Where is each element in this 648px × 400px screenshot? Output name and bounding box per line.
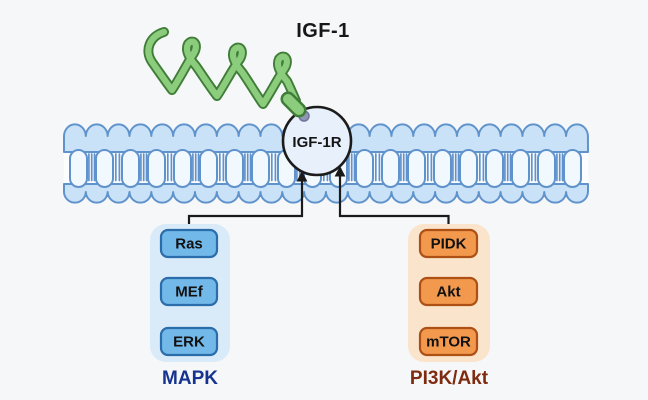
receptor-label: IGF-1R: [292, 134, 341, 151]
ras-node: [159, 228, 219, 259]
left-up-arrowhead-icon: [296, 171, 308, 182]
akt-node-label: Akt: [436, 284, 460, 301]
green-helix-ligand-icon: [143, 27, 307, 118]
receptor-circle: [281, 105, 353, 177]
right-up-arrowhead-icon: [334, 166, 346, 177]
ras-node-label: Ras: [175, 236, 203, 253]
pi3k-pathway-label: PI3K/Akt: [410, 368, 489, 389]
mef-node: [159, 276, 219, 307]
mtor-node-label: mTOR: [426, 334, 471, 351]
pidk-node: [418, 228, 479, 259]
akt-node: [418, 276, 479, 307]
diagram-title: IGF-1: [296, 20, 350, 42]
right-elbow-connector: [338, 168, 450, 230]
mapk-pathway-label: MAPK: [162, 368, 218, 389]
pidk-node-label: PIDK: [431, 236, 467, 253]
mtor-node: [418, 326, 479, 357]
left-elbow-connector: [187, 173, 304, 230]
mef-node-label: MEf: [175, 284, 204, 301]
erk-node: [159, 326, 219, 357]
helix-ribbon: [145, 28, 300, 108]
erk-node-label: ERK: [173, 334, 205, 351]
helix-tip: [283, 94, 304, 115]
